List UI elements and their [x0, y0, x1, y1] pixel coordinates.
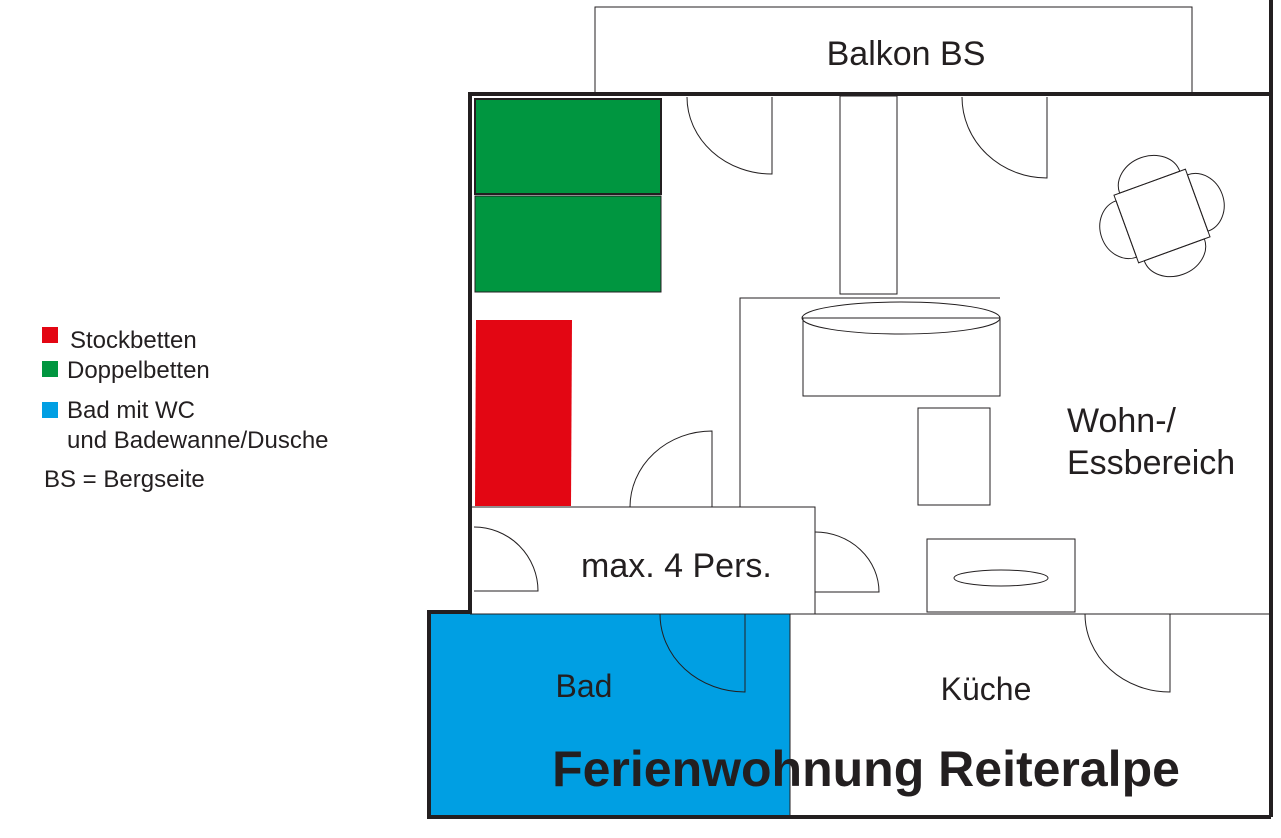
chair-top — [1117, 154, 1181, 194]
chair-right — [1186, 172, 1225, 232]
double-bed-1 — [474, 98, 662, 195]
dining-set — [1099, 154, 1225, 278]
capacity-label: max. 4 Pers. — [581, 547, 772, 585]
inner-wall-bedroom — [739, 297, 1000, 507]
sink-cabinet — [926, 538, 1076, 613]
inner-wall-hallway — [472, 506, 816, 614]
balcony-outline — [594, 6, 1193, 94]
legend-label-bath: Bad mit WC — [67, 397, 195, 424]
wardrobe — [839, 95, 898, 295]
legend-swatch-double — [42, 361, 58, 377]
legend-swatch-bath — [42, 402, 58, 418]
plan-title: Ferienwohnung Reiteralpe — [552, 741, 1180, 797]
living-label-line2: Essbereich — [1067, 444, 1235, 482]
chair-bottom — [1143, 238, 1207, 278]
bath-label: Bad — [556, 668, 613, 704]
sink — [953, 569, 1049, 587]
coffee-table — [917, 407, 991, 506]
bunk-bed — [475, 320, 572, 506]
sofa-cushion — [801, 301, 1001, 335]
sofa — [802, 317, 1001, 397]
bath-area — [430, 614, 790, 817]
chair-left — [1099, 200, 1138, 260]
door-living-balcony — [961, 96, 1048, 179]
door-bedroom-balcony — [686, 96, 773, 175]
legend-label-double: Doppelbetten — [67, 357, 210, 384]
outer-wall — [427, 92, 1271, 819]
legend: Stockbetten Doppelbetten Bad mit WC und … — [42, 327, 329, 493]
door-kitchen — [1084, 613, 1171, 693]
legend-note: BS = Bergseite — [44, 466, 205, 493]
door-hallway-left — [473, 526, 539, 592]
living-label-line1: Wohn-/ — [1067, 402, 1177, 440]
dining-table — [1113, 168, 1211, 264]
door-bedroom — [629, 430, 713, 508]
legend-label-bunk: Stockbetten — [70, 327, 197, 354]
double-bed-2 — [474, 195, 662, 293]
legend-swatch-bunk — [42, 327, 58, 343]
door-bath — [659, 613, 746, 693]
legend-label-bath-line2: und Badewanne/Dusche — [67, 427, 329, 454]
balcony-label: Balkon BS — [827, 35, 986, 73]
kitchen-label: Küche — [941, 671, 1032, 707]
door-hallway-right — [814, 531, 880, 593]
